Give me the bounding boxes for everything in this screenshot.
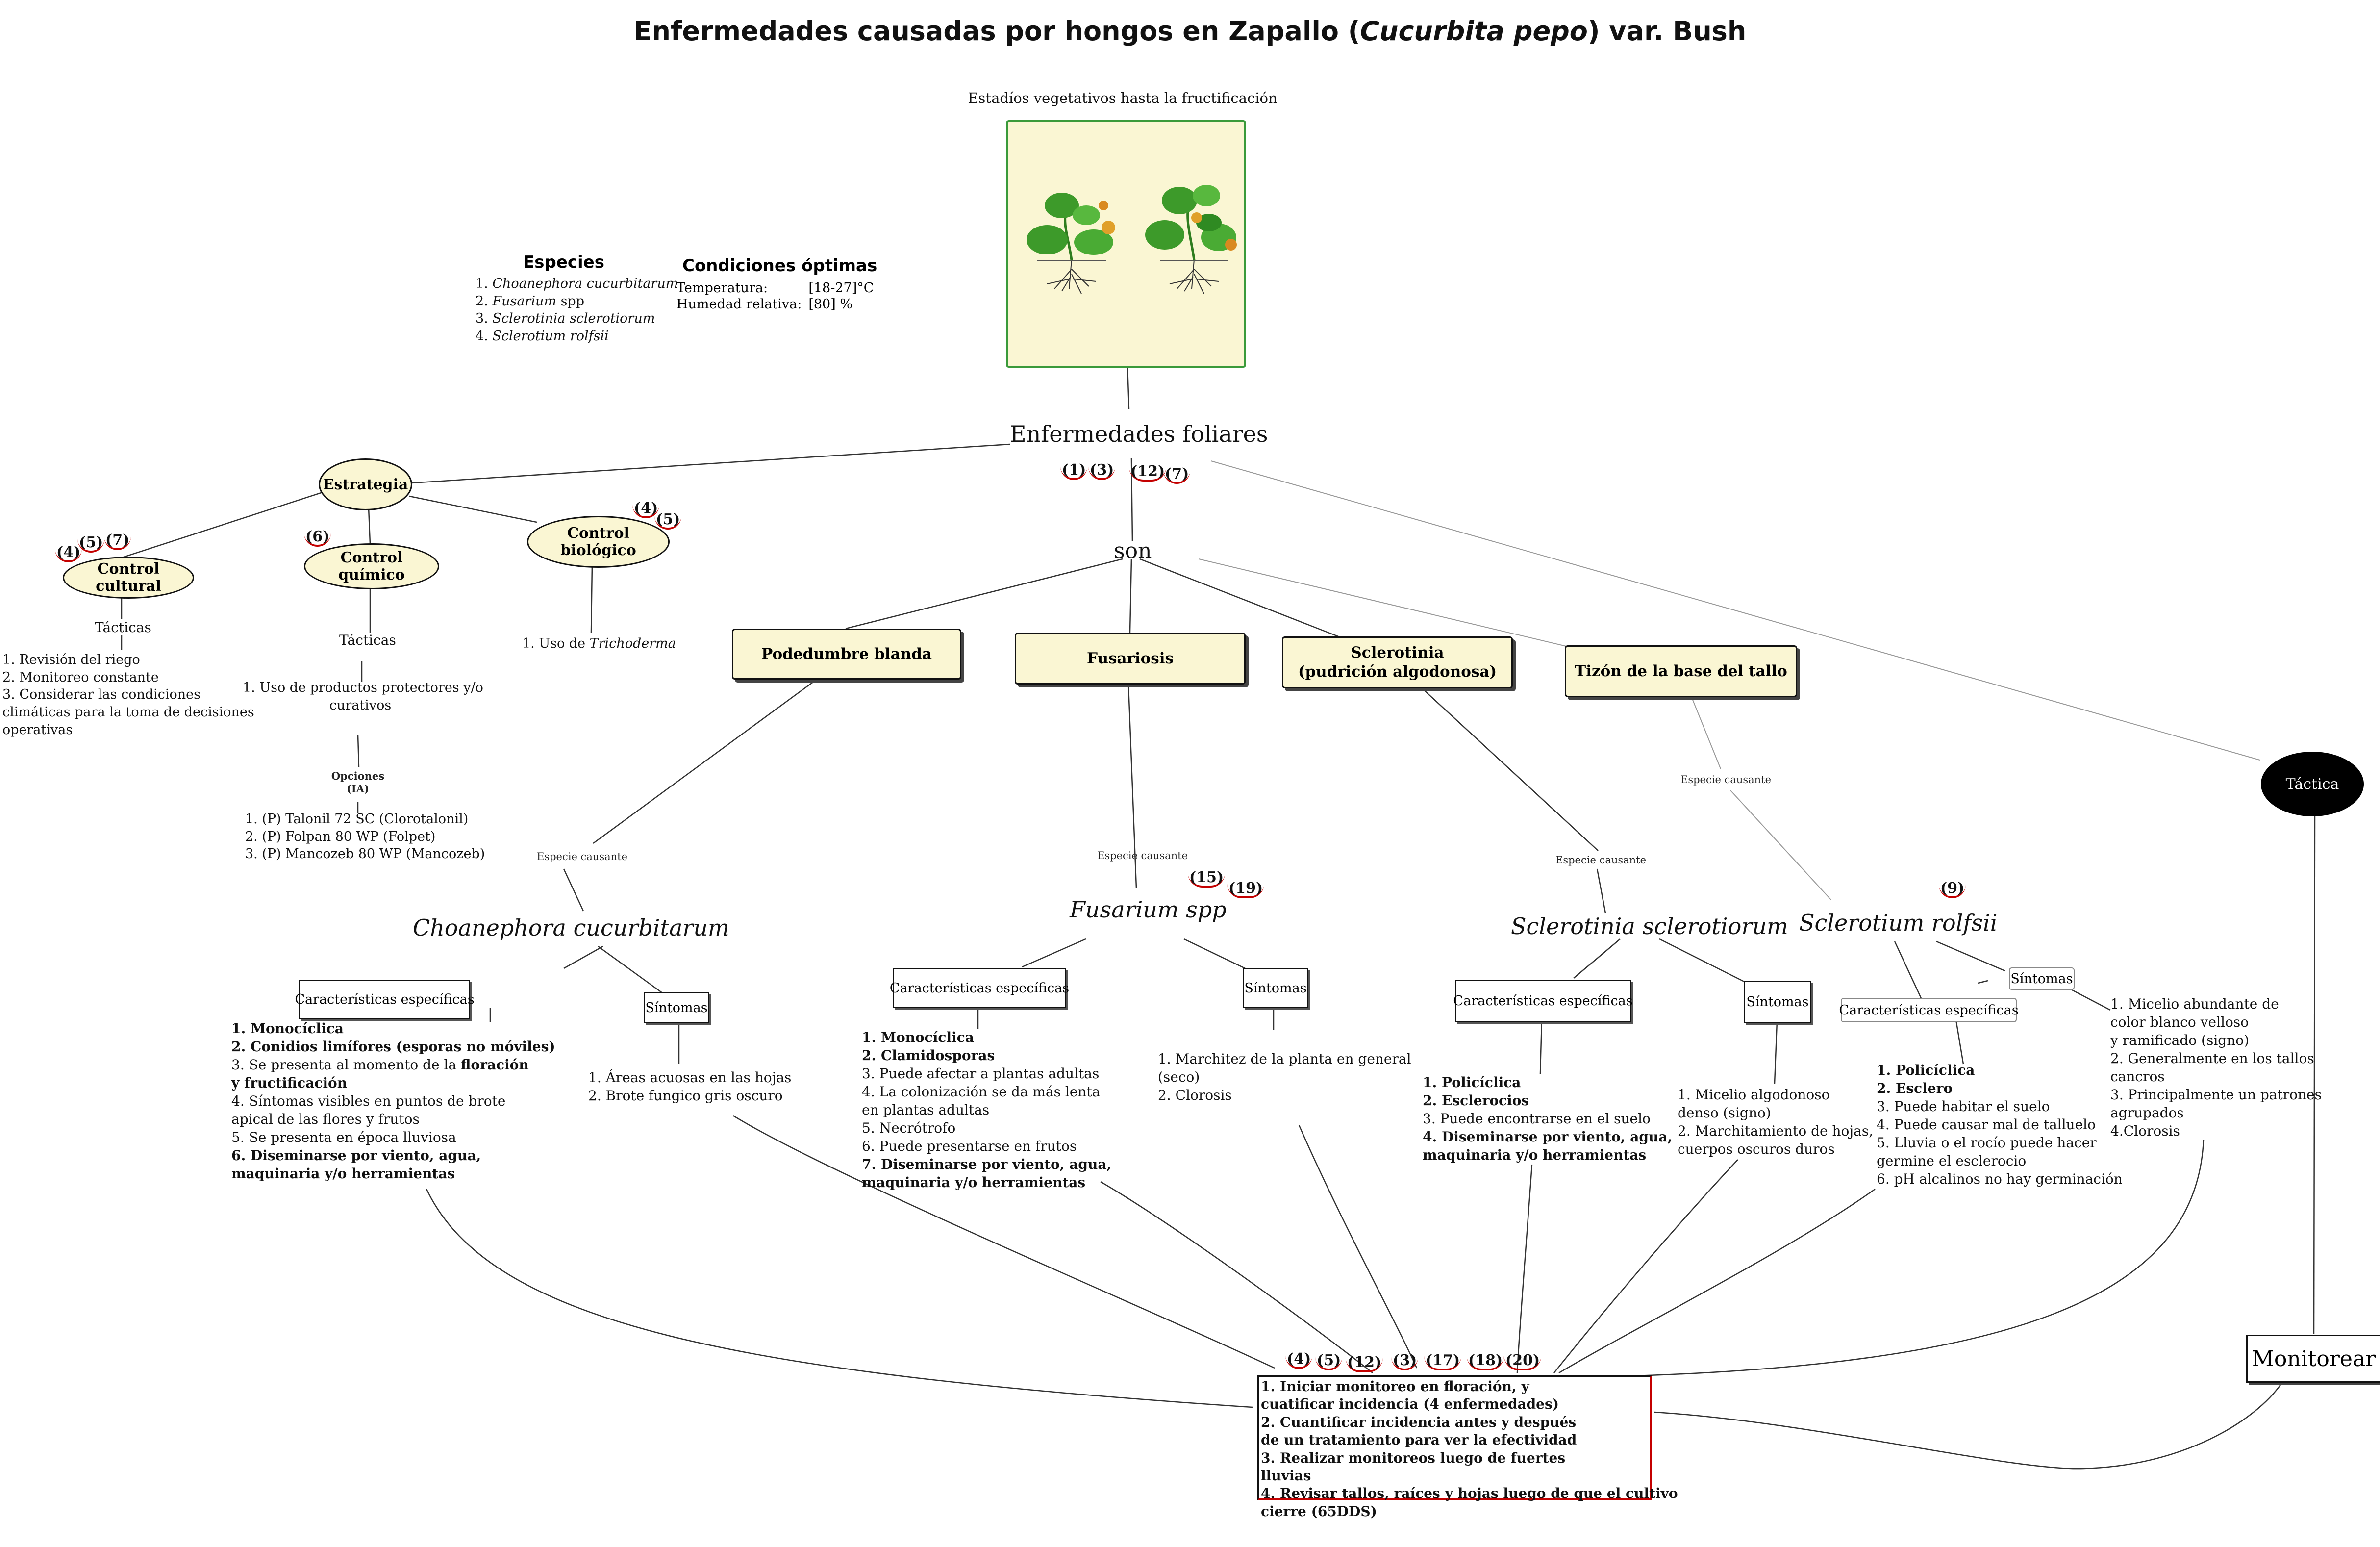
reference-mark: (3) xyxy=(1391,1352,1419,1370)
plant-illustration xyxy=(1006,120,1246,368)
characteristics-list: 1. Monocíclica 2. Conidios limífores (es… xyxy=(231,1020,555,1182)
reference-mark: (9) xyxy=(1939,880,1966,898)
cultural-control-node[interactable]: Control cultural xyxy=(63,557,194,599)
reference-mark: (7) xyxy=(104,532,131,550)
species-list: 1. Choanephora cucurbitarum 2. Fusarium … xyxy=(476,275,678,345)
options-label: Opciones (IA) xyxy=(331,770,385,795)
reference-mark: (17) xyxy=(1424,1352,1462,1370)
species-heading: Especies xyxy=(523,253,604,272)
species-item: 3. Sclerotinia sclerotiorum xyxy=(476,311,655,327)
reference-mark: (5) xyxy=(77,534,105,553)
reference-mark: (5) xyxy=(1315,1352,1343,1370)
tactic-node[interactable]: Táctica xyxy=(2261,752,2364,816)
reference-mark: (4) xyxy=(1285,1351,1313,1369)
pathogen-name[interactable]: Sclerotinia sclerotiorum xyxy=(1511,913,1788,939)
reference-mark: (4) xyxy=(632,500,660,518)
causal-species-label: Especie causante xyxy=(537,851,628,862)
chemical-tactic-text: 1. Uso de productos protectores y/o cura… xyxy=(243,680,483,713)
conditions-table: Temperatura:[18-27]°C Humedad relativa:[… xyxy=(676,280,880,313)
causal-species-label: Especie causante xyxy=(1555,854,1647,866)
causal-species-label: Especie causante xyxy=(1680,774,1772,786)
symptoms-list: 1. Áreas acuosas en las hojas 2. Brote f… xyxy=(588,1069,792,1104)
conditions-heading: Condiciones óptimas xyxy=(682,256,877,276)
chemical-control-node[interactable]: Control químico xyxy=(304,543,439,589)
characteristics-list: 1. Policíclica 2. Esclerocios 3. Puede e… xyxy=(1423,1074,1673,1163)
pathogen-name[interactable]: Sclerotium rolfsii xyxy=(1799,910,1998,936)
pathogen-name[interactable]: Choanephora cucurbitarum xyxy=(413,914,729,941)
symptoms-box[interactable]: Síntomas xyxy=(1744,981,1811,1023)
biological-tactic-text: 1. Uso de Trichoderma xyxy=(522,636,676,651)
cultural-tactics-list: 1. Revisión del riego 2. Monitoreo const… xyxy=(2,652,254,737)
reference-mark: (15) xyxy=(1188,869,1226,888)
monitor-node[interactable]: Monitorear xyxy=(2246,1335,2380,1383)
species-item: 1. Choanephora cucurbitarum xyxy=(476,276,678,291)
reference-mark: (12) xyxy=(1129,463,1167,482)
cultural-tactics-label: Tácticas xyxy=(95,619,151,635)
strategy-node[interactable]: Estrategia xyxy=(319,458,412,510)
stages-label: Estadíos vegetativos hasta la fructifica… xyxy=(968,90,1278,106)
reference-mark: (18) xyxy=(1467,1352,1504,1370)
reference-mark: (12) xyxy=(1346,1354,1383,1372)
pathogen-name[interactable]: Fusarium spp xyxy=(1070,896,1227,923)
monitoring-list: 1. Iniciar monitoreo en floración, y cua… xyxy=(1261,1378,1678,1520)
symptoms-box[interactable]: Síntomas xyxy=(1243,968,1308,1008)
characteristics-box[interactable]: Características específicas xyxy=(1453,980,1633,1022)
chemical-options-list: 1. (P) Talonil 72 SC (Clorotalonil) 2. (… xyxy=(245,812,485,862)
reference-mark: (19) xyxy=(1227,880,1265,898)
reference-mark: (3) xyxy=(1088,462,1116,480)
biological-control-node[interactable]: Control biológico xyxy=(527,516,670,568)
reference-mark: (7) xyxy=(1163,466,1191,484)
symptoms-box[interactable]: Síntomas xyxy=(2009,967,2075,990)
squash-plant-icon xyxy=(1027,185,1237,294)
symptoms-list: 1. Micelio abundante de color blanco vel… xyxy=(2110,996,2322,1139)
conditions-panel: Condiciones óptimas Temperatura:[18-27]°… xyxy=(676,256,880,313)
disease-node[interactable]: Fusariosis xyxy=(1015,633,1246,685)
disease-node[interactable]: Podedumbre blanda xyxy=(732,629,961,680)
son-node: son xyxy=(1114,538,1152,563)
page-title: Enfermedades causadas por hongos en Zapa… xyxy=(633,16,1747,47)
reference-mark: (4) xyxy=(55,544,82,562)
characteristics-list: 1. Monocíclica 2. Clamidosporas 3. Puede… xyxy=(862,1029,1112,1191)
disease-node[interactable]: Sclerotinia (pudrición algodonosa) xyxy=(1282,636,1513,688)
condition-row: Temperatura:[18-27]°C xyxy=(676,280,874,296)
reference-mark: (5) xyxy=(654,511,682,530)
symptoms-box[interactable]: Síntomas xyxy=(644,992,709,1023)
symptoms-list: 1. Micelio algodonoso denso (signo) 2. M… xyxy=(1678,1087,1874,1157)
characteristics-box[interactable]: Características específicas xyxy=(1839,998,2019,1022)
species-item: 4. Sclerotium rolfsii xyxy=(476,328,609,344)
root-node[interactable]: Enfermedades foliares xyxy=(1010,421,1268,447)
characteristics-box[interactable]: Características específicas xyxy=(295,980,475,1019)
reference-mark: (1) xyxy=(1060,462,1088,480)
condition-row: Humedad relativa:[80] % xyxy=(676,297,852,312)
disease-node[interactable]: Tizón de la base del tallo xyxy=(1565,645,1797,697)
species-panel: Especies 1. Choanephora cucurbitarum 2. … xyxy=(476,253,678,345)
reference-mark: (20) xyxy=(1504,1352,1542,1370)
symptoms-list: 1. Marchitez de la planta en general (se… xyxy=(1158,1051,1411,1103)
characteristics-box[interactable]: Características específicas xyxy=(890,968,1069,1008)
reference-mark: (6) xyxy=(304,529,331,547)
characteristics-list: 1. Policíclica 2. Esclero 3. Puede habit… xyxy=(1877,1062,2123,1187)
monitoring-box[interactable]: 1. Iniciar monitoreo en floración, y cua… xyxy=(1257,1375,1678,1520)
causal-species-label: Especie causante xyxy=(1097,850,1188,862)
species-item: 2. Fusarium spp xyxy=(476,293,584,309)
chemical-tactics-label: Tácticas xyxy=(339,632,396,648)
